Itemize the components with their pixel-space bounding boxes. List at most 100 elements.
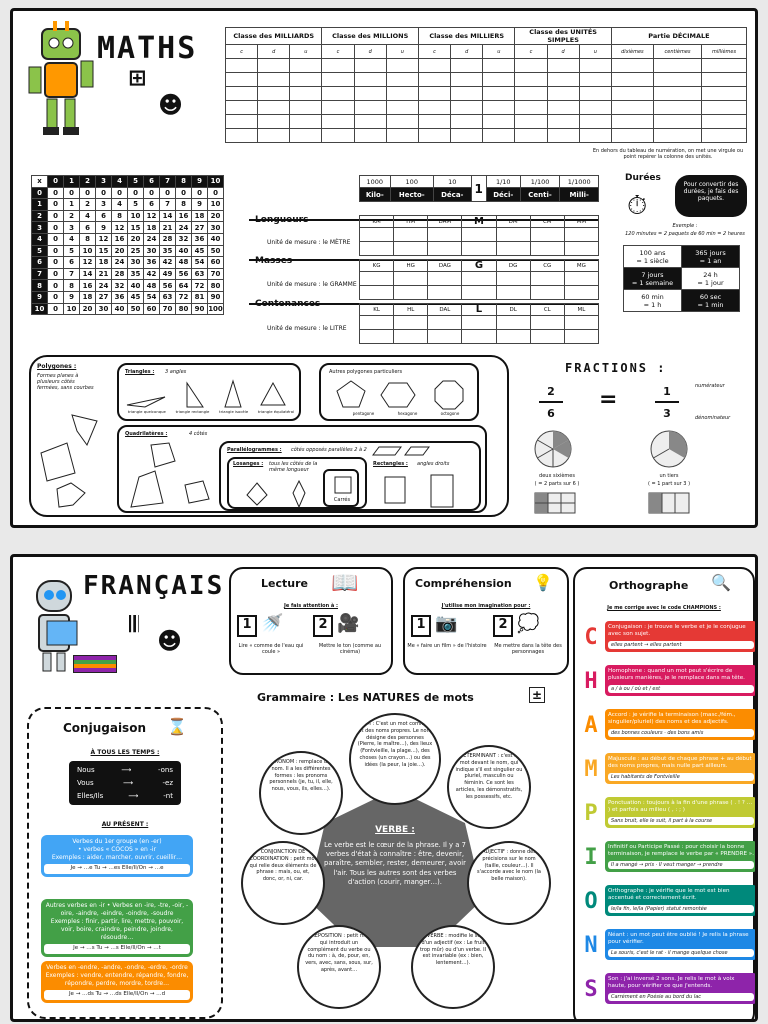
mesure-unit-abbr: L — [461, 303, 497, 316]
numeration-col-header: d — [257, 44, 291, 59]
mesure-unit-abbr: DAM — [427, 215, 463, 228]
mult-cell: 30 — [207, 221, 224, 234]
parallelogrammes-box: Parallélogrammes : côtés opposés parallè… — [219, 441, 481, 511]
durees-section: ⏱ Durées Pour convertir des durées, je f… — [623, 171, 747, 347]
pie-thirds — [650, 430, 688, 468]
mult-cell: 81 — [191, 290, 208, 304]
champion-rule: Accord : je vérifie la terminaison (masc… — [605, 709, 755, 741]
mult-cell: 28 — [159, 232, 176, 246]
polygones-def: Formes planes à plusieurs côtés fermées,… — [37, 373, 94, 391]
mult-cell: 15 — [127, 221, 144, 234]
mult-cell: 54 — [143, 290, 160, 304]
mult-cell: 8 — [111, 209, 128, 223]
mult-cell: 18 — [143, 221, 160, 234]
mult-cell: 14 — [159, 209, 176, 223]
mesure-prefix: Centi- — [519, 187, 561, 202]
calculator-icon: ⊞ — [128, 66, 147, 91]
mult-cell: 40 — [111, 302, 128, 316]
mult-cell: 21 — [95, 267, 112, 281]
longueurs-unit: Unité de mesure : le MÈTRE — [267, 239, 351, 246]
hourglass-icon: ⌛ — [167, 717, 187, 736]
masses-label: Masses — [255, 256, 293, 266]
contenances-unit: Unité de mesure : le LITRE — [267, 325, 347, 332]
numeration-col-header: centièmes — [652, 44, 703, 59]
adjectif-petal: ADJECTIF : donne des précisions sur le n… — [467, 841, 551, 925]
mult-cell: 2 — [79, 198, 96, 211]
mesure-unit-abbr: DAL — [427, 303, 463, 316]
mult-cell: 63 — [191, 267, 208, 281]
mesure-unit-abbr: DL — [495, 303, 531, 316]
mult-cell: 4 — [79, 209, 96, 223]
mesure-prefix: Hecto- — [389, 187, 434, 202]
mult-cell: 27 — [191, 221, 208, 234]
numeration-col-header: millièmes — [701, 44, 747, 59]
mult-cell: 9 — [191, 198, 208, 211]
polygon-shapes — [40, 414, 98, 508]
mult-cell: 0 — [47, 186, 64, 200]
mult-cell: 4 — [111, 198, 128, 211]
books-icon — [73, 655, 117, 673]
mult-cell: 72 — [191, 279, 208, 292]
mesure-prefix: Kilo- — [359, 187, 391, 202]
numeration-col-header: c — [321, 44, 355, 59]
mult-cell: 6 — [143, 198, 160, 211]
mult-cell: 0 — [47, 198, 64, 211]
mesure-unit-abbr: CL — [529, 303, 565, 316]
mesure-unit-abbr: MM — [563, 215, 600, 228]
conjugaison-box: Conjugaison ⌛ À TOUS LES TEMPS : Nous⟶-o… — [27, 707, 223, 1019]
mult-header-cell: 0 — [47, 175, 64, 188]
numeration-col-header: d — [353, 44, 387, 59]
mult-cell: 0 — [127, 186, 144, 200]
mesure-multiplier: 1/10 — [485, 175, 521, 188]
mult-header-cell: 9 — [191, 175, 208, 188]
mult-cell: 24 — [95, 279, 112, 292]
champion-letter: N — [584, 933, 598, 958]
mult-header-cell: x — [31, 175, 48, 188]
mult-cell: 0 — [47, 302, 64, 316]
mult-cell: 6 — [95, 209, 112, 223]
watering-icon: 🚿 — [261, 613, 284, 634]
champion-rule: Conjugaison : je trouve le verbe et je l… — [605, 621, 755, 653]
mesure-unit-abbr: M — [461, 215, 497, 228]
library-icon: 𝄃𝄃 — [129, 613, 139, 638]
mesure-unit-abbr: ML — [563, 303, 600, 316]
mesure-multiplier: 1 — [470, 175, 487, 202]
mult-cell: 24 — [111, 256, 128, 269]
numeration-col-header: d — [546, 44, 580, 59]
mult-header-cell: 4 — [111, 175, 128, 188]
mult-cell: 35 — [159, 244, 176, 258]
francais-title: FRANÇAIS — [83, 571, 225, 601]
mult-cell: 36 — [191, 232, 208, 246]
book-icon: 📖 — [331, 571, 359, 596]
mult-cell: 16 — [79, 279, 96, 292]
mesure-unit-abbr: KG — [358, 259, 395, 272]
mult-cell: 30 — [95, 302, 112, 316]
mult-cell: 32 — [111, 279, 128, 292]
verbe-heptagon — [307, 789, 483, 947]
mult-header-cell: 5 — [127, 175, 144, 188]
mult-row-header: 8 — [31, 279, 48, 292]
mult-cell: 60 — [143, 302, 160, 316]
mult-cell: 30 — [143, 244, 160, 258]
longueurs-label: Longueurs — [255, 215, 309, 225]
mult-cell: 100 — [207, 302, 224, 316]
durees-example: 120 minutes = 2 paquets de 60 min = 2 he… — [625, 231, 745, 237]
mesure-multiplier: 1/1000 — [559, 175, 599, 188]
mult-cell: 7 — [159, 198, 176, 211]
denominateur-label: dénominateur — [695, 415, 731, 421]
numeration-note: En dehors du tableau de numération, on m… — [592, 148, 744, 160]
photo-camera-icon: 📷 — [435, 613, 458, 634]
mult-cell: 16 — [175, 209, 192, 223]
mesure-unit-abbr: KL — [358, 303, 395, 316]
mesure-unit-abbr: HM — [393, 215, 429, 228]
champion-rule: Homophone : quand un mot peut s'écrire d… — [605, 665, 755, 697]
equals-sign: = — [599, 387, 618, 412]
mesure-unit-abbr: KM — [358, 215, 395, 228]
mult-cell: 0 — [207, 186, 224, 200]
grammaire-title: Grammaire : Les NATURES de mots — [257, 691, 474, 704]
mesure-unit-abbr: HG — [393, 259, 429, 272]
